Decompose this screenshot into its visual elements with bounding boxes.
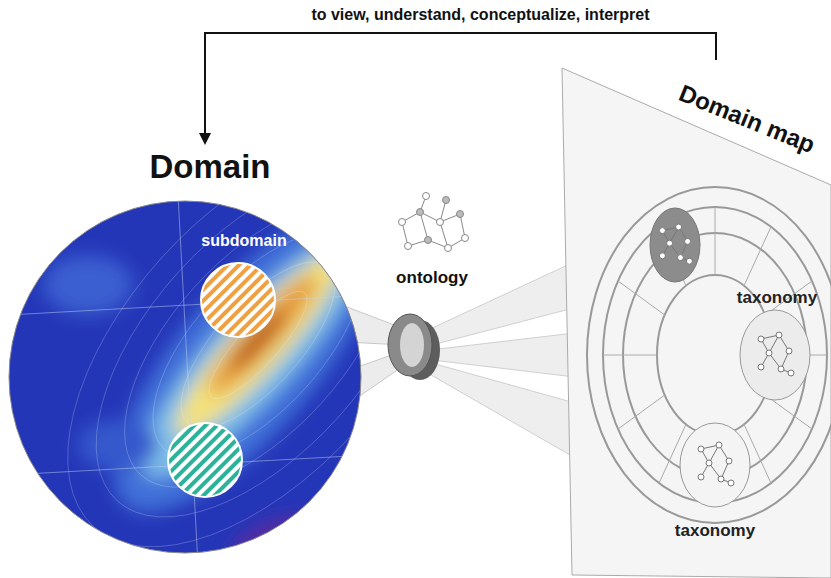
domain-map-panel: Domain maptaxonomytaxonomy [555, 60, 831, 578]
taxonomy-ellipse: taxonomy [665, 423, 765, 548]
node-label: taxonomy [675, 521, 755, 541]
subdomain-circle: subdomain [190, 232, 290, 338]
domain-circle: Domain subdomain [8, 145, 364, 557]
edge-label: to view, understand, conceptualize, inte… [308, 6, 652, 24]
taxonomy-ellipse: taxonomy [725, 288, 825, 403]
text-label: ontology [396, 268, 468, 288]
node-label: subdomain [201, 232, 286, 250]
node-outline [8, 145, 364, 557]
node-label: taxonomy [737, 288, 817, 308]
node-label: Domain [149, 148, 270, 186]
